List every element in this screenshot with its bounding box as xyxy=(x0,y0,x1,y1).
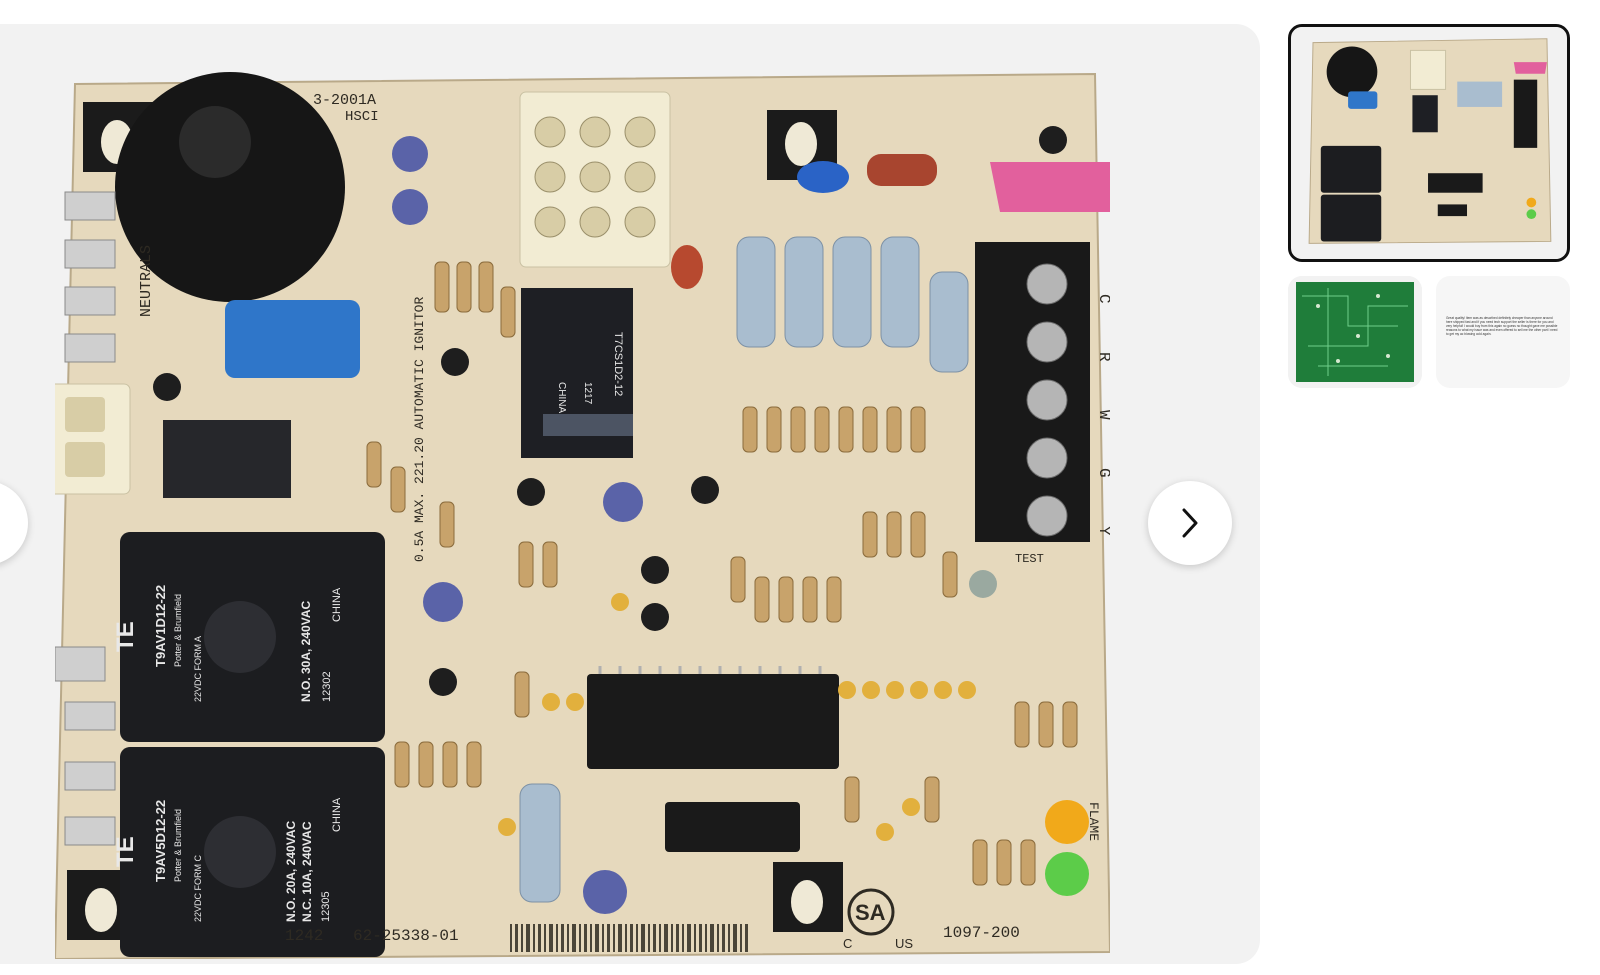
relay1-model: T9AV1D12-22 xyxy=(153,585,168,667)
small-relay-model: T7CS1D2-12 xyxy=(612,332,624,396)
csa-c: C xyxy=(843,936,852,951)
terminal-label-g: G xyxy=(1095,468,1110,478)
small-relay-origin: CHINA xyxy=(556,382,567,413)
board-bottom-left: 1242 xyxy=(285,927,323,945)
relay2-date: 12305 xyxy=(320,891,332,922)
board-ignitor-label: 0.5A MAX. 221.20 AUTOMATIC IGNITOR xyxy=(412,297,427,562)
terminal-label-y: Y xyxy=(1095,526,1110,536)
thumb-seller-note[interactable]: Great quality! Item was as described def… xyxy=(1436,276,1570,388)
terminal-label-w: W xyxy=(1095,410,1110,420)
relay1-brand: TE xyxy=(112,621,139,652)
relay2-model: T9AV5D12-22 xyxy=(153,800,168,882)
seller-note-text: Great quality! Item was as described def… xyxy=(1446,316,1558,336)
relay2-origin: CHINA xyxy=(331,797,343,832)
board-part-top: 3-2001A xyxy=(313,92,376,109)
previous-image-button[interactable] xyxy=(0,481,28,565)
relay2-rating: N.O. 20A, 240VAC xyxy=(284,821,298,922)
csa-us: US xyxy=(895,936,913,951)
control-board-image: 3-2001A HSCI NEUTRALS 0.5A MAX. 221.20 A… xyxy=(55,72,1110,959)
next-image-button[interactable] xyxy=(1148,481,1232,565)
relay1-mfr: Potter & Brumfield xyxy=(173,594,183,667)
thumb-board-back[interactable] xyxy=(1288,276,1422,388)
thumbnail-board-front-image xyxy=(1291,27,1567,259)
relay2-mfr: Potter & Brumfield xyxy=(173,809,183,882)
board-neutrals: NEUTRALS xyxy=(138,245,155,317)
main-product-image[interactable]: 3-2001A HSCI NEUTRALS 0.5A MAX. 221.20 A… xyxy=(55,62,1110,959)
relay2-coil: 22VDC FORM C xyxy=(193,854,203,922)
relay1-rating: N.O. 30A, 240VAC xyxy=(299,601,313,702)
thumbnail-strip: Great quality! Item was as described def… xyxy=(1288,24,1600,394)
board-hsci: HSCI xyxy=(345,109,379,125)
thumbnail-board-back-image xyxy=(1288,276,1422,388)
terminal-label-r: R xyxy=(1095,352,1110,362)
board-bottom-right: 1097-200 xyxy=(943,924,1020,942)
relay1-origin: CHINA xyxy=(331,587,343,622)
relay1-date: 12302 xyxy=(321,671,333,702)
terminal-label-c: C xyxy=(1095,294,1110,304)
relay2-brand: TE xyxy=(112,836,139,867)
image-gallery: 3-2001A HSCI NEUTRALS 0.5A MAX. 221.20 A… xyxy=(0,24,1260,964)
relay1-coil: 22VDC FORM A xyxy=(193,636,203,702)
chevron-right-icon xyxy=(1182,508,1198,538)
board-bottom-part: 62-25338-01 xyxy=(353,927,459,945)
board-flame-label: FLAME xyxy=(1086,802,1101,841)
relay2-rating2: N.C. 10A, 240VAC xyxy=(300,821,314,922)
board-test-label: TEST xyxy=(1015,552,1044,566)
small-relay-date: 1217 xyxy=(582,382,593,405)
csa-mark: SA xyxy=(855,900,886,925)
thumb-board-front[interactable] xyxy=(1288,24,1570,262)
